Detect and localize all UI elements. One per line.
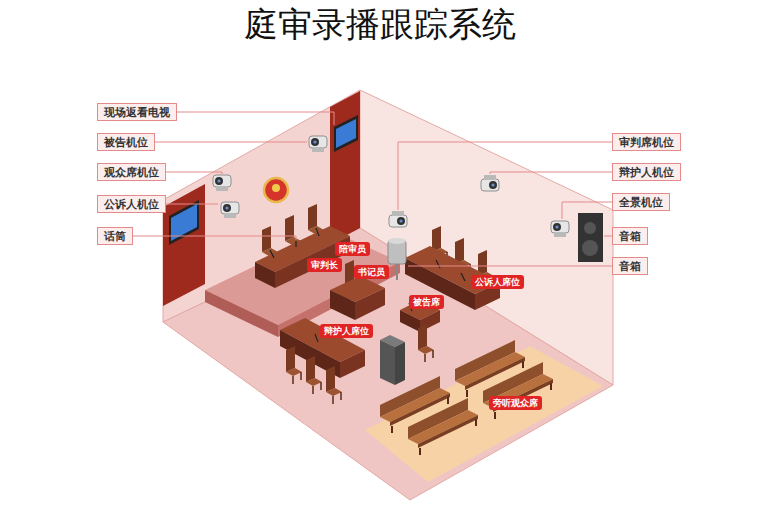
seat-tag: 辩护人席位 — [320, 324, 373, 338]
seat-tag: 被告席 — [409, 295, 444, 309]
label-text: 审判长 — [311, 259, 338, 271]
label-text: 陪审员 — [339, 243, 366, 255]
label-text: 书记员 — [358, 266, 385, 278]
label-text: 辩护人席位 — [324, 325, 369, 337]
diagram-title: 庭审录播跟踪系统 — [0, 4, 760, 44]
callout-box: 观众席机位 — [97, 163, 166, 181]
label-text: 审判席机位 — [619, 134, 674, 150]
label-text: 音箱 — [619, 258, 641, 274]
label-text: 旁听观众席 — [493, 397, 538, 409]
callout-box: 音箱 — [612, 257, 648, 275]
label-text: 全景机位 — [619, 194, 663, 210]
label-text: 公诉人席位 — [475, 276, 520, 288]
label-text: 观众席机位 — [104, 164, 159, 180]
label-text: 音箱 — [619, 228, 641, 244]
seat-tag: 书记员 — [354, 265, 389, 279]
callout-box: 被告机位 — [97, 133, 155, 151]
label-text: 公诉人机位 — [104, 196, 159, 212]
callout-box: 审判席机位 — [612, 133, 681, 151]
label-text: 现场返看电视 — [104, 104, 170, 120]
callout-box: 音箱 — [612, 227, 648, 245]
label-text: 话筒 — [104, 228, 126, 244]
callout-box: 话筒 — [97, 227, 133, 245]
seat-tag: 旁听观众席 — [489, 396, 542, 410]
callout-box: 辩护人机位 — [612, 163, 681, 181]
seat-tag: 审判长 — [307, 258, 342, 272]
label-text: 辩护人机位 — [619, 164, 674, 180]
seat-tag: 公诉人席位 — [471, 275, 524, 289]
label-text: 被告席 — [413, 296, 440, 308]
seat-tag: 陪审员 — [335, 242, 370, 256]
callout-box: 现场返看电视 — [97, 103, 177, 121]
label-text: 被告机位 — [104, 134, 148, 150]
callout-box: 公诉人机位 — [97, 195, 166, 213]
callout-box: 全景机位 — [612, 193, 670, 211]
